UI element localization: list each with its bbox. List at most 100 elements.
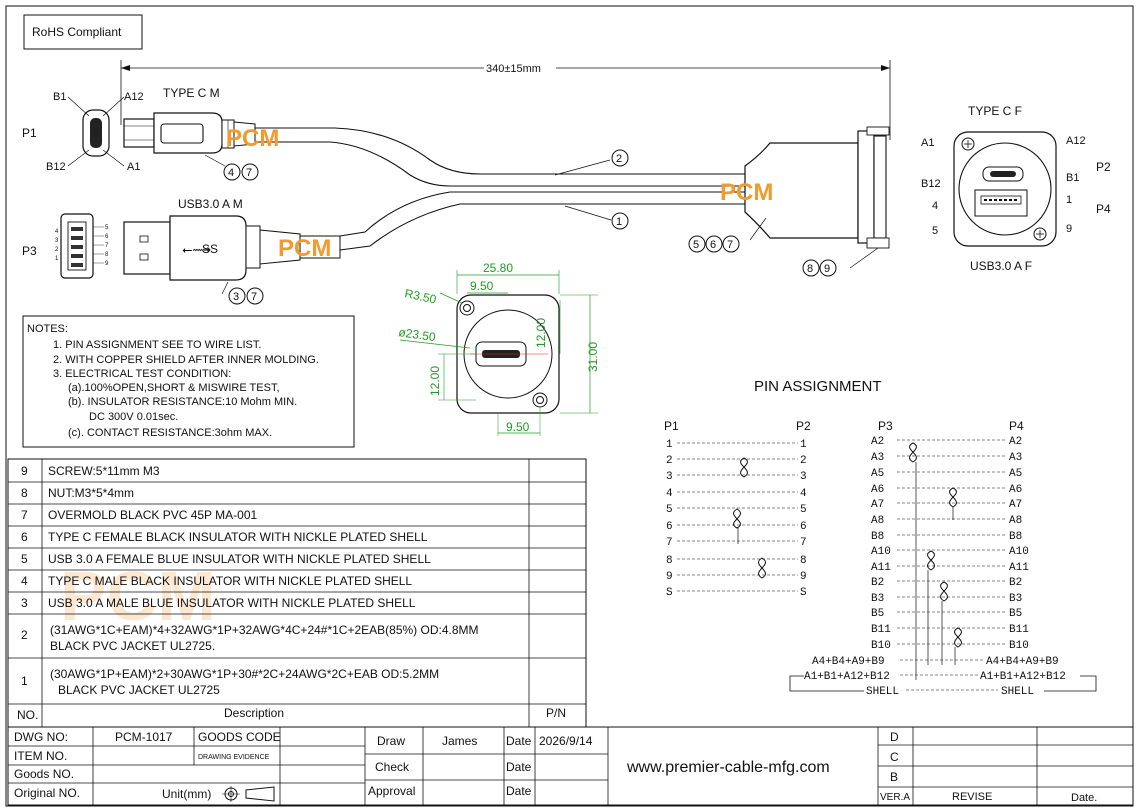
callout-6: 6 (710, 239, 716, 251)
pin-right-b: A6 (1009, 484, 1022, 496)
p3-pin-6: 6 (105, 234, 109, 240)
note-3: 3. ELECTRICAL TEST CONDITION: (53, 368, 231, 380)
pin-header-p3: P3 (878, 419, 893, 433)
p4-pin-5: 5 (932, 225, 938, 237)
p2-pin-a12: A12 (1066, 135, 1086, 147)
panel-dim-radius: R3.50 (403, 286, 438, 306)
original-no-label: Original NO. (14, 786, 80, 800)
bom-desc-7: OVERMOLD BLACK PVC 45P MA-001 (48, 508, 258, 522)
note-1: 1. PIN ASSIGNMENT SEE TO WIRE LIST. (53, 339, 261, 351)
pin-header-p4: P4 (1009, 419, 1024, 433)
approval-date-label: Date (506, 784, 532, 798)
pin-right-a: B10 (871, 640, 891, 652)
pin-right-a: B11 (871, 624, 891, 636)
pin-right-a: B5 (871, 608, 884, 620)
usb-a-male-plug: USB3.0 A M ⭠⟿ SS (123, 197, 341, 295)
revise-label: REVISE (952, 791, 992, 803)
bom-no-1: 1 (21, 674, 28, 688)
rohs-box: RoHS Compliant (23, 14, 143, 50)
website-label: www.premier-cable-mfg.com (626, 759, 830, 776)
pin-right-b: A10 (1009, 546, 1029, 558)
p3-pin-5: 5 (105, 225, 109, 231)
p1-pin-b1: B1 (53, 91, 66, 103)
p4-label: P4 (1096, 202, 1111, 216)
pin-left-b: S (800, 587, 807, 599)
twisted-pair-marks (733, 442, 962, 680)
p2-p4-face-view: TYPE C F A1 A12 B12 B1 P2 4 5 1 9 P4 USB… (921, 104, 1111, 273)
p3-pin-3: 3 (55, 238, 59, 244)
note-3b-cont: DC 300V 0.01sec. (89, 411, 178, 423)
bom-desc-3: USB 3.0 A MALE BLUE INSULATOR WITH NICKL… (48, 596, 416, 610)
bom-desc-9: SCREW:5*11mm M3 (48, 464, 160, 478)
bom-desc-1-line2: BLACK PVC JACKET UL2725 (58, 683, 220, 697)
pin-right-b: B5 (1009, 608, 1022, 620)
p3-pin-7: 7 (105, 243, 109, 249)
vbus-left: A1+B1+A12+B12 (804, 671, 890, 683)
projection-symbol-icon (222, 786, 275, 802)
svg-text:SS: SS (202, 242, 218, 256)
gnd-right: A4+B4+A9+B9 (986, 656, 1059, 668)
pin-left-b: 9 (800, 571, 807, 583)
bom-no-9: 9 (21, 464, 28, 478)
callout-3: 3 (233, 291, 239, 303)
revision-date-label: Date. (1071, 792, 1097, 804)
bom-desc-6: TYPE C FEMALE BLACK INSULATOR WITH NICKL… (48, 530, 428, 544)
pin-right-a: B3 (871, 593, 884, 605)
pin-right-b: A3 (1009, 452, 1022, 464)
note-3b: (b). INSULATOR RESISTANCE:10 Mohm MIN. (68, 396, 297, 408)
check-label: Check (375, 760, 410, 774)
note-2: 2. WITH COPPER SHIELD AFTER INNER MOLDIN… (53, 354, 319, 366)
p2-pin-b1: B1 (1066, 172, 1079, 184)
length-dimension-label: 340±15mm (486, 63, 541, 75)
vbus-right: A1+B1+A12+B12 (980, 671, 1066, 683)
callout-4: 4 (228, 167, 234, 179)
p3-pin-9: 9 (105, 261, 109, 267)
dwg-no-value: PCM-1017 (115, 730, 173, 744)
pin-right-b: B3 (1009, 593, 1022, 605)
bom-desc-2: (31AWG*1C+EAM)*4+32AWG*1P+32AWG*4C+24#*1… (50, 623, 479, 637)
pin-left-b: 4 (800, 488, 807, 500)
callout-9: 9 (824, 263, 830, 275)
bom-header-pn: P/N (546, 706, 566, 720)
drawer-name: James (442, 734, 477, 748)
goods-no-label: Goods NO. (14, 767, 74, 781)
p3-label: P3 (22, 244, 37, 258)
panel-dim-height: 31.00 (586, 342, 600, 372)
pin-left-b: 6 (800, 521, 807, 533)
pin-power-rows: A4+B4+A9+B9 A4+B4+A9+B9 A1+B1+A12+B12 A1… (789, 656, 1097, 698)
pin-right-b: B8 (1009, 531, 1022, 543)
pin-left-b: 2 (800, 455, 807, 467)
shell-right: SHELL (1001, 686, 1034, 698)
type-c-male-plug: TYPE C M (123, 86, 256, 167)
p3-pin-2: 2 (55, 247, 59, 253)
pin-right-b: A2 (1009, 436, 1022, 448)
bom-no-3: 3 (21, 596, 28, 610)
bom-no-2: 2 (21, 628, 28, 642)
note-3c: (c). CONTACT RESISTANCE:3ohm MAX. (68, 427, 272, 439)
p1-title: TYPE C M (163, 86, 220, 100)
sheet-border (5, 5, 1134, 807)
callout-7a: 7 (246, 167, 252, 179)
notes-title: NOTES: (27, 323, 68, 335)
unit-label: Unit(mm) (162, 787, 211, 801)
pin-left-a: S (666, 587, 673, 599)
p4-pin-9: 9 (1066, 223, 1072, 235)
pin-left-a: 7 (666, 537, 673, 549)
p4-title: USB3.0 A F (970, 259, 1032, 273)
revision-c: C (890, 750, 899, 764)
p2-title: TYPE C F (968, 104, 1022, 118)
panel-cutout-drawing: 25.80 9.50 R3.50 ø23.50 12.00 31.00 12.0… (398, 261, 600, 436)
pin-right-b: A11 (1009, 562, 1029, 574)
pin-left-a: 2 (666, 455, 673, 467)
p4-pin-4: 4 (932, 200, 938, 212)
panel-dim-12-left: 12.00 (428, 366, 442, 396)
revision-b: B (890, 770, 898, 784)
pin-left-a: 1 (666, 439, 673, 451)
pin-assignment-title: PIN ASSIGNMENT (754, 378, 882, 395)
p2-pin-a1: A1 (921, 137, 934, 149)
pin-right-b: B2 (1009, 577, 1022, 589)
pin-right-a: B8 (871, 531, 884, 543)
draw-date: 2026/9/14 (539, 734, 593, 748)
bom-desc-1: (30AWG*1P+EAM)*2+30AWG*1P+30#*2C+24AWG*2… (50, 667, 439, 681)
